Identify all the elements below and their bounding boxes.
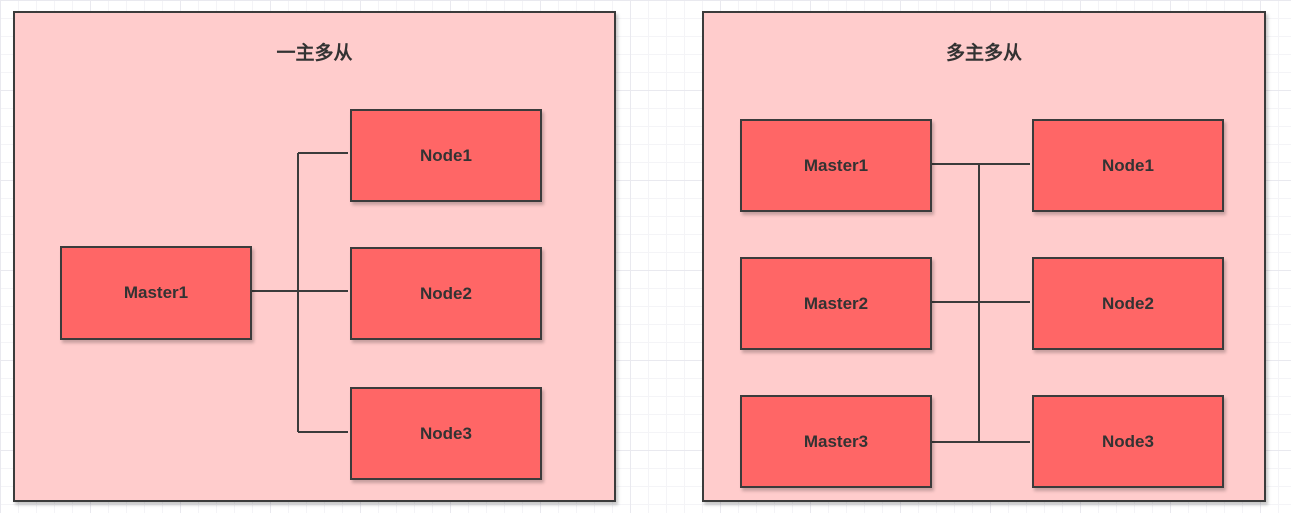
shape-master1: Master1 [60, 246, 252, 340]
shape-node3: Node3 [1032, 395, 1224, 488]
panel-multi-master-multi-slave: 多主多从 Master1 Master2 Master3 Node1 Node2… [702, 11, 1266, 502]
shape-node2: Node2 [350, 247, 542, 340]
shape-master2: Master2 [740, 257, 932, 350]
shape-node1: Node1 [1032, 119, 1224, 212]
shape-master3: Master3 [740, 395, 932, 488]
shape-master1: Master1 [740, 119, 932, 212]
shape-node3: Node3 [350, 387, 542, 480]
shape-node2: Node2 [1032, 257, 1224, 350]
panel-one-master-multi-slave: 一主多从 Master1 Node1 Node2 Node3 [13, 11, 616, 502]
shape-node1: Node1 [350, 109, 542, 202]
panel-title-left: 一主多从 [276, 43, 353, 64]
panel-title-right: 多主多从 [945, 43, 1022, 64]
